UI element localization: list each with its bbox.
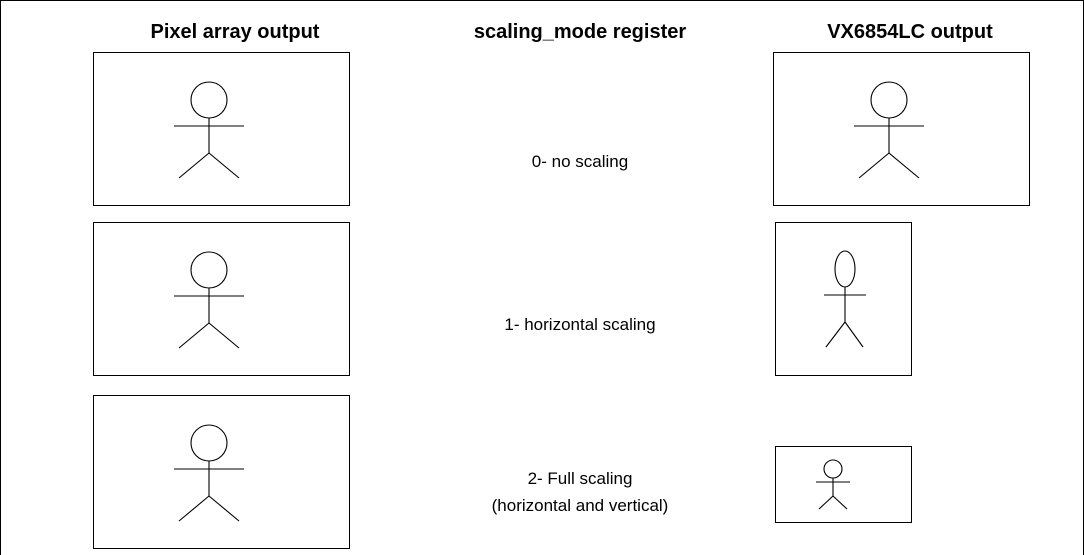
- pixel-array-frame-1: [93, 222, 350, 376]
- output-frame-0: [773, 52, 1030, 206]
- mode-label-0: 0- no scaling: [531, 152, 629, 171]
- header-pixel-array-output: Pixel array output: [150, 21, 320, 43]
- stick-figure-icon: [174, 81, 244, 179]
- mode-label-2: 2- Full scaling: [527, 469, 633, 488]
- pixel-array-frame-2: [93, 395, 350, 549]
- mode-label-1: 1- horizontal scaling: [504, 315, 656, 334]
- stick-figure-icon: [824, 250, 866, 348]
- header-scaling-mode-register: scaling_mode register: [473, 21, 687, 43]
- mode-label-2-detail: (horizontal and vertical): [491, 496, 669, 515]
- stick-figure-icon: [174, 424, 244, 522]
- pixel-array-frame-0: [93, 52, 350, 206]
- stick-figure-icon: [174, 251, 244, 349]
- output-frame-2: [775, 446, 912, 523]
- stick-figure-icon: [816, 459, 850, 510]
- output-frame-1: [775, 222, 912, 376]
- stick-figure-icon: [854, 81, 924, 179]
- header-vx6854lc-output: VX6854LC output: [827, 21, 993, 43]
